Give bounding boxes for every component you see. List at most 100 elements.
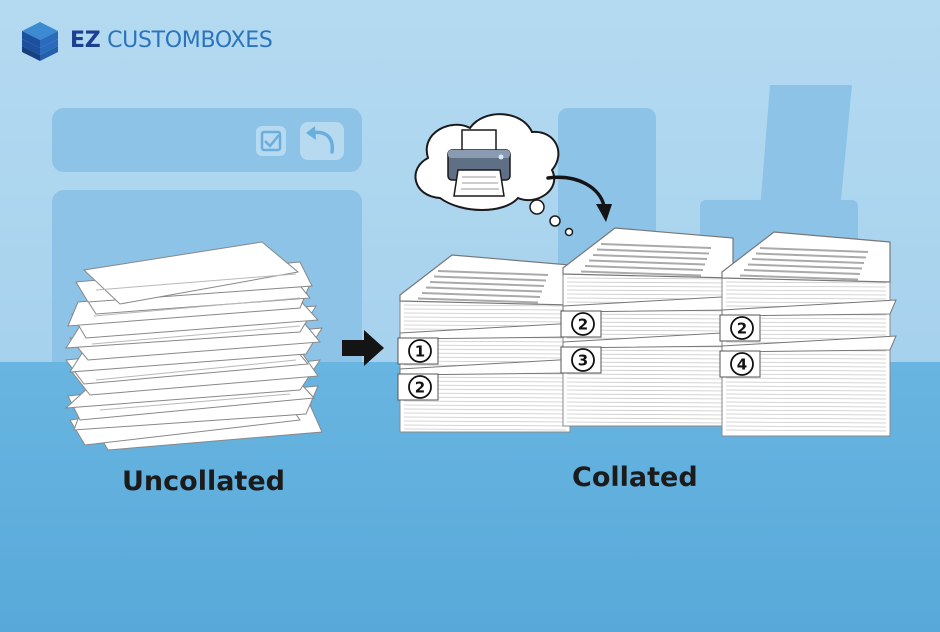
set-divider	[721, 299, 897, 317]
text-line	[600, 243, 712, 249]
set-number-label: 2	[737, 320, 747, 338]
brand-logo[interactable]: EZ CUSTOMBOXES	[18, 18, 273, 62]
sheet-edge-line	[725, 297, 887, 300]
sheet-edge-line	[403, 408, 567, 411]
set-divider	[721, 335, 897, 353]
brand-name-light: CUSTOMBOXES	[107, 27, 273, 53]
sheet-edge-line	[725, 389, 887, 392]
sheet-edge-line	[725, 401, 887, 404]
set-number-badge	[730, 352, 754, 376]
uncollated-caption: Uncollated	[122, 466, 285, 497]
sheet-edge-line	[566, 421, 730, 424]
set-number-badge	[408, 375, 432, 399]
text-line	[747, 263, 863, 270]
sheet-edge-line	[403, 428, 567, 431]
sheet-edge-line	[725, 381, 887, 384]
sheet-edge-line	[725, 405, 887, 408]
uncollated-edge-lines	[91, 273, 301, 411]
sheet-edge-line	[725, 397, 887, 400]
text-line	[584, 265, 704, 271]
sheet-edge-line	[403, 308, 567, 311]
sheet-edge-line	[566, 417, 730, 420]
set-number-badge	[571, 312, 595, 336]
sheet-edge-line	[566, 385, 730, 388]
sheet-edge-line	[566, 381, 730, 384]
sheet-edge-line	[725, 293, 887, 296]
text-line	[759, 247, 869, 253]
set-number-label: 2	[578, 316, 588, 334]
sheet-edge-line	[566, 397, 730, 400]
sheet-edge-line	[725, 385, 887, 388]
checkbox-icon	[256, 126, 286, 156]
sheet-edge-line	[725, 285, 887, 288]
sheet-edge-line	[403, 312, 567, 315]
sheet-edge-line	[566, 409, 730, 412]
sheet-edge-line	[403, 416, 567, 419]
text-line	[433, 275, 547, 282]
sheet-edge-line	[725, 281, 887, 284]
set-number-badge	[730, 316, 754, 340]
printer-icon	[447, 129, 511, 197]
set-number-badge	[408, 339, 432, 363]
text-line	[437, 270, 549, 276]
set-number-label: 2	[415, 379, 425, 397]
sheet-edge-line	[403, 304, 567, 307]
collated-stack: 23	[560, 227, 740, 427]
sheet-edge-line	[566, 373, 730, 376]
sheet-edge-line	[566, 405, 730, 408]
text-line	[739, 274, 859, 281]
set-number-label: 1	[415, 343, 425, 361]
text-line	[592, 254, 708, 260]
collated-stack: 12	[397, 254, 577, 433]
sheet-edge-line	[403, 424, 567, 427]
text-line	[596, 248, 710, 255]
sheet-edge-line	[566, 413, 730, 416]
arrow-right-icon	[342, 330, 384, 366]
uncollated-sheet	[64, 241, 323, 451]
stacked-boxes-logo-icon	[22, 22, 58, 61]
top-sheet	[562, 227, 734, 279]
sheet-edge-line	[403, 400, 567, 403]
sheet-edge-line	[566, 277, 730, 280]
sheet-edge-line	[403, 420, 567, 423]
sheet-edge-line	[566, 377, 730, 380]
curved-arrow-icon	[546, 175, 612, 222]
sheet-edge-line	[566, 293, 730, 296]
sheet-edge-line	[566, 401, 730, 404]
sheet-edge-line	[725, 409, 887, 412]
collated-caption: Collated	[572, 462, 698, 493]
sheet-edge-line	[566, 393, 730, 396]
text-line	[743, 269, 861, 275]
text-line	[580, 270, 702, 277]
sheet-edge-line	[725, 421, 887, 424]
text-line	[429, 281, 545, 287]
set-number-badge	[571, 348, 595, 372]
sheet-edge-line	[725, 429, 887, 432]
sheet-edge-line	[403, 320, 567, 323]
sheet-edge-line	[725, 289, 887, 292]
sheet-edge-line	[403, 412, 567, 415]
sheet-edge-line	[566, 389, 730, 392]
text-line	[751, 258, 865, 264]
sheet-edge-line	[725, 413, 887, 416]
sheet-edge-line	[725, 425, 887, 428]
collated-stack: 24	[719, 231, 897, 437]
sheet-edge-line	[403, 316, 567, 319]
uncollated-paper-pile	[64, 241, 323, 451]
sheet-edge-line	[566, 289, 730, 292]
sheet-edge-line	[725, 377, 887, 380]
undo-icon	[300, 122, 344, 160]
text-line	[425, 286, 543, 293]
brand-name: EZ CUSTOMBOXES	[70, 28, 273, 53]
text-line	[588, 259, 706, 266]
set-number-label: 3	[578, 352, 588, 370]
sheet-edge-line	[566, 285, 730, 288]
set-number-label: 4	[737, 356, 747, 374]
top-sheet	[721, 231, 891, 283]
sheet-edge-line	[403, 404, 567, 407]
text-line	[755, 252, 867, 259]
brand-name-bold: EZ	[70, 27, 101, 53]
